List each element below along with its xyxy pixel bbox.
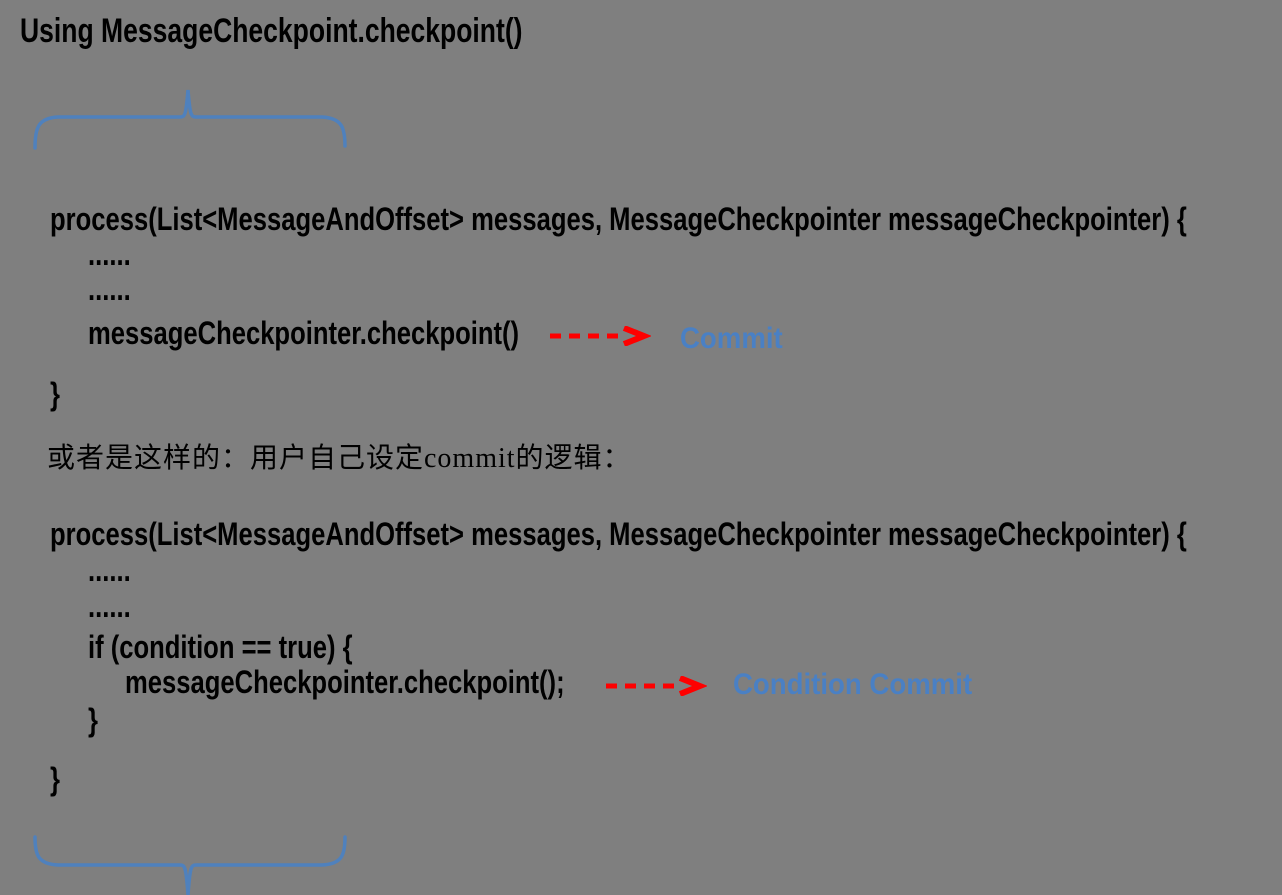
code2-checkpoint-call-line: messageCheckpointer.checkpoint(); <box>125 664 565 700</box>
code1-ellipsis-line: ...... <box>88 271 131 307</box>
code1-close-brace-line: } <box>50 376 60 412</box>
code2-if-line: if (condition == true) { <box>88 629 353 665</box>
code2-ellipsis-line: ...... <box>88 588 131 624</box>
code2-inner-close-brace-line: } <box>88 702 98 738</box>
dashed-arrow-icon <box>606 676 707 696</box>
code1-signature-line: process(List<MessageAndOffset> messages,… <box>50 201 1187 237</box>
commit-label: Commit <box>680 322 783 355</box>
condition-commit-label: Condition Commit <box>733 668 973 701</box>
code1-checkpoint-call-line: messageCheckpointer.checkpoint() <box>88 315 520 351</box>
curly-brace-top-icon <box>33 89 347 150</box>
code2-close-brace-line: } <box>50 761 60 797</box>
middle-note: 或者是这样的：用户自己设定commit的逻辑： <box>47 443 632 474</box>
code1-ellipsis-line: ...... <box>88 236 131 272</box>
slide-title: Using MessageCheckpoint.checkpoint() <box>20 12 523 50</box>
code2-signature-line: process(List<MessageAndOffset> messages,… <box>50 516 1187 552</box>
dashed-arrow-icon <box>550 326 651 346</box>
curly-brace-bottom-icon <box>33 835 347 895</box>
code2-ellipsis-line: ...... <box>88 552 131 588</box>
